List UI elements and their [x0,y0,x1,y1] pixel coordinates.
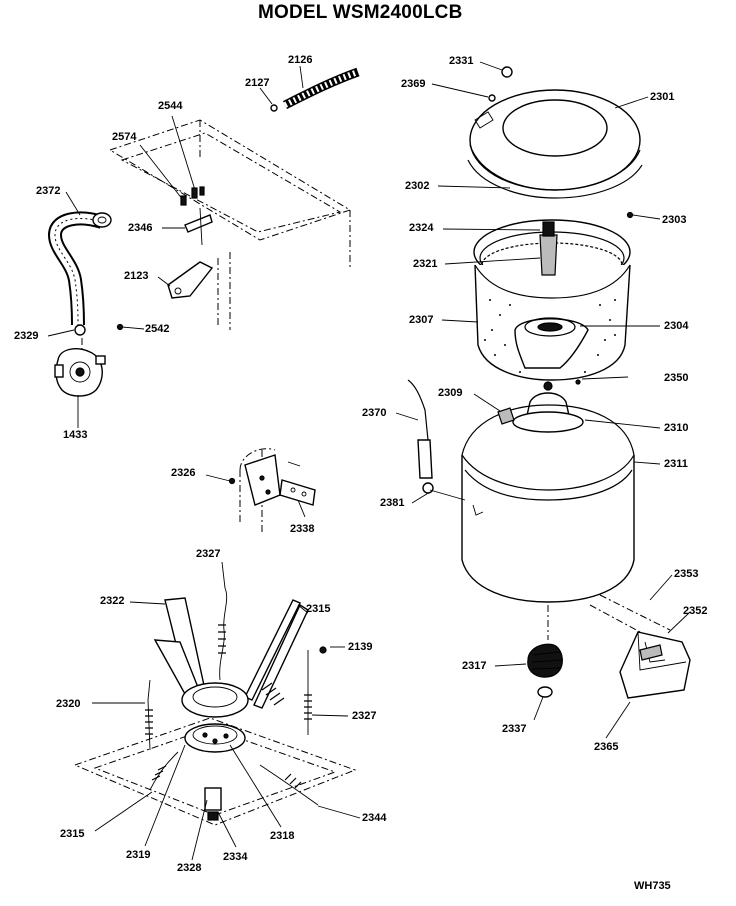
part-label: 2123 [124,270,149,282]
basket-2307 [441,219,660,381]
part-label: 2372 [36,185,61,197]
part-label: 2381 [380,497,405,509]
part-label: 2126 [288,54,313,66]
part-label: 2352 [683,605,708,617]
part-label: 2369 [401,78,426,90]
part-label: 2324 [409,222,434,234]
cabinet-frame [108,119,352,330]
part-label: 2344 [362,812,387,824]
tub-cover-2301 [431,61,661,220]
part-label: 1433 [63,429,88,441]
part-label: 2365 [594,741,619,753]
part-label: 2338 [290,523,315,535]
part-label: 2346 [128,222,153,234]
part-label: 2334 [223,851,248,863]
diagram-title: MODEL WSM2400LCB [258,2,463,23]
part-label: 2311 [664,458,688,470]
part-label: 2315 [60,828,85,840]
part-label: 2139 [348,641,373,653]
part-label: 2326 [171,467,196,479]
part-label: 2574 [112,131,137,143]
part-label: 2542 [145,323,170,335]
part-label: 2304 [664,320,689,332]
part-label: 2318 [270,830,295,842]
part-label: 2544 [158,100,183,112]
part-label: 2320 [56,698,81,710]
drawing-code: WH735 [634,880,671,892]
part-label: 2329 [14,330,39,342]
suspension-arms [153,597,309,753]
part-label: 2317 [462,660,487,672]
part-label: 2307 [409,314,434,326]
part-label: 2327 [352,710,377,722]
part-label: 2310 [664,422,689,434]
bracket-2346 [162,207,213,246]
part-label: 2301 [650,91,675,103]
part-label: 2127 [245,77,270,89]
part-label: 2353 [674,568,699,580]
part-label: 2315 [306,603,331,615]
part-label: 2303 [662,214,687,226]
part-label: 2309 [438,387,463,399]
part-label: 2319 [126,849,151,861]
part-label: 2322 [100,595,125,607]
bracket-2326-2338 [205,448,316,535]
part-label: 2302 [405,180,430,192]
part-label: 2370 [362,407,387,419]
outer-tub-2311 [395,376,661,603]
part-label: 2328 [177,862,202,874]
part-label: 2331 [449,55,474,67]
part-label: 2321 [413,258,438,270]
part-label: 2350 [664,372,689,384]
drain-hose-2372 [47,191,112,326]
screws-2544-2574 [139,115,205,206]
springs [145,587,327,821]
lower-parts-2317-2353 [494,574,691,739]
part-label: 2327 [196,548,221,560]
bracket-2123 [157,261,214,299]
pump-1433 [47,323,145,428]
hose-2126 [259,65,360,112]
leaders-lower-left [92,561,361,861]
part-label: 2337 [502,723,527,735]
base-frame [73,717,357,826]
